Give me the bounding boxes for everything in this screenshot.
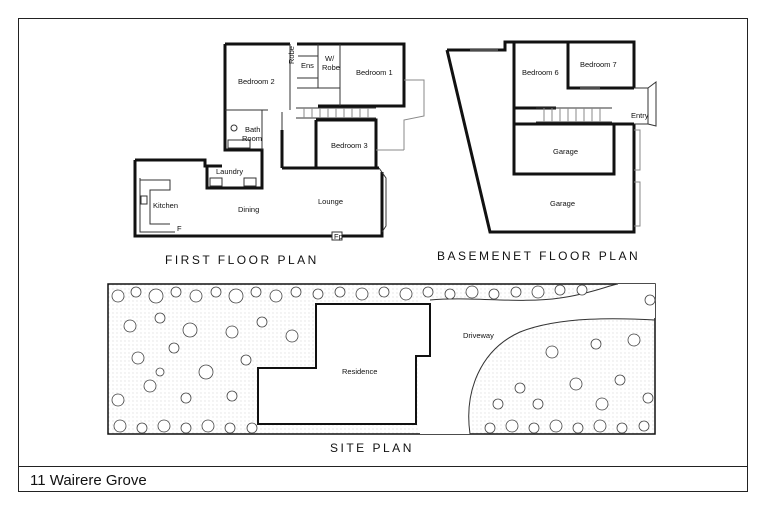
ensuite-label: Ens	[301, 61, 314, 70]
upper-garage-label: Garage	[553, 147, 578, 156]
basement-labels: Bedroom 6 Bedroom 7 Entry Garage Garage	[522, 60, 649, 208]
bedroom1-label: Bedroom 1	[356, 68, 393, 77]
bedroom7-label: Bedroom 7	[580, 60, 617, 69]
bedroom2-label: Bedroom 2	[238, 77, 275, 86]
entry-label: Entry	[631, 111, 649, 120]
residence-label: Residence	[342, 367, 377, 376]
property-address: 11 Wairere Grove	[30, 472, 147, 489]
residence-footprint	[257, 303, 431, 425]
bath-label-1: Bath	[245, 125, 260, 134]
footer-divider	[18, 466, 748, 467]
lounge-label: Lounge	[318, 197, 343, 206]
drawing-frame	[18, 18, 748, 492]
walk-in-robe-label-1: W/	[325, 54, 335, 63]
basement-floor-title: BASEMENET FLOOR PLAN	[437, 249, 640, 263]
driveway-label: Driveway	[463, 331, 494, 340]
first-floor-plan	[133, 42, 425, 241]
bedroom3-label: Bedroom 3	[331, 141, 368, 150]
bedroom6-label: Bedroom 6	[522, 68, 559, 77]
lower-garage-label: Garage	[550, 199, 575, 208]
site-labels: Residence Driveway	[342, 331, 494, 376]
first-floor-title: FIRST FLOOR PLAN	[165, 253, 319, 267]
bath-label-2: Room	[242, 134, 262, 143]
fireplace-label: Fp	[334, 232, 343, 241]
laundry-label: Laundry	[216, 167, 243, 176]
robe-label: Robe	[287, 46, 296, 64]
basement-floor-plan	[445, 40, 657, 234]
walk-in-robe-label-2: Robe	[322, 63, 340, 72]
kitchen-label: Kitchen	[153, 201, 178, 210]
fridge-label: F	[177, 224, 182, 233]
first-floor-labels: Robe Ens W/ Robe Bedroom 1 Bedroom 2 Bat…	[153, 46, 393, 241]
site-plan	[107, 283, 656, 435]
dining-label: Dining	[238, 205, 259, 214]
site-plan-title: SITE PLAN	[330, 441, 414, 455]
site-trees	[111, 284, 656, 434]
